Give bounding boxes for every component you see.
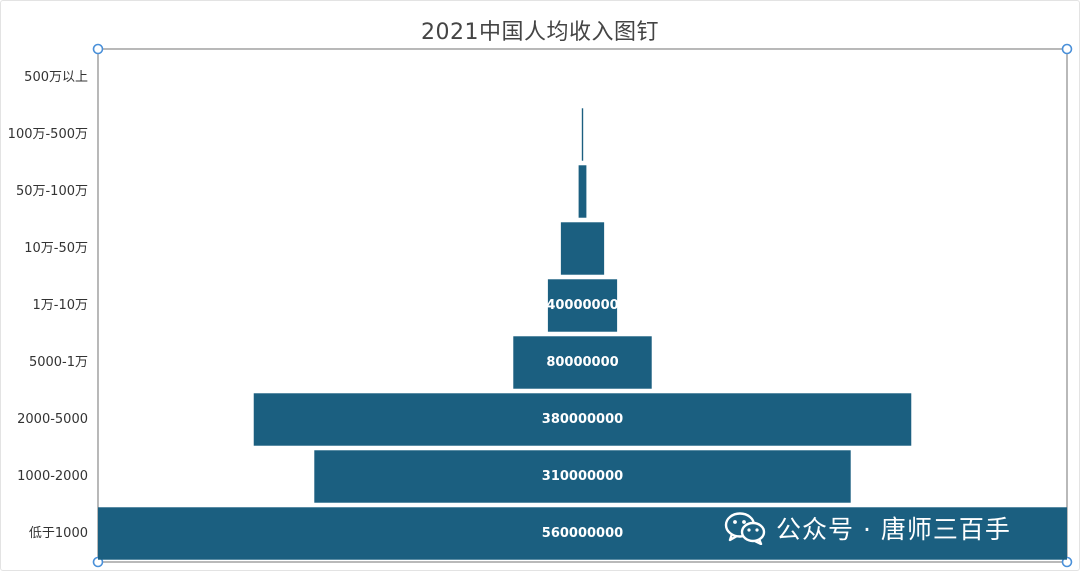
- category-tick-label: 低于1000: [29, 526, 88, 541]
- bar-data-label: 310000000: [542, 469, 623, 484]
- bar-data-label: 560000000: [542, 526, 623, 541]
- bar: [560, 222, 605, 275]
- bar: [547, 279, 618, 332]
- bar-data-label: 380000000: [542, 412, 623, 427]
- category-tick-label: 1万-10万: [32, 298, 88, 313]
- chart-selection-box[interactable]: [92, 43, 1073, 568]
- bar-data-label: 40000000: [546, 298, 618, 313]
- category-tick-label: 2000-5000: [17, 412, 88, 427]
- chart-title: 2021中国人均收入图钉: [421, 20, 659, 45]
- category-tick-label: 100万-500万: [8, 127, 88, 142]
- category-axis: 500万以上 100万-500万 50万-100万 10万-50万 1万-10万 5000…: [8, 70, 88, 541]
- bar-series: [98, 108, 1067, 560]
- resize-handle[interactable]: [92, 43, 104, 55]
- data-labels: 40000000 80000000 380000000 310000000 560000…: [542, 298, 623, 541]
- category-tick-label: 1000-2000: [17, 469, 88, 484]
- bar: [253, 393, 912, 446]
- bar: [581, 108, 584, 161]
- resize-handle[interactable]: [1061, 43, 1073, 55]
- bar: [513, 336, 652, 389]
- wechat-icon: [724, 512, 766, 545]
- bar: [98, 507, 1067, 560]
- category-tick-label: 10万-50万: [24, 241, 88, 256]
- bar: [314, 450, 851, 503]
- bar-data-label: 80000000: [546, 355, 618, 370]
- category-tick-label: 5000-1万: [29, 355, 88, 370]
- category-tick-label: 500万以上: [24, 70, 88, 85]
- bar: [578, 165, 587, 218]
- category-tick-label: 50万-100万: [16, 184, 88, 199]
- selection-border: [97, 48, 1068, 563]
- watermark-text: 公众号 · 唐师三百手: [776, 515, 1011, 544]
- watermark: 公众号 · 唐师三百手: [724, 508, 1011, 548]
